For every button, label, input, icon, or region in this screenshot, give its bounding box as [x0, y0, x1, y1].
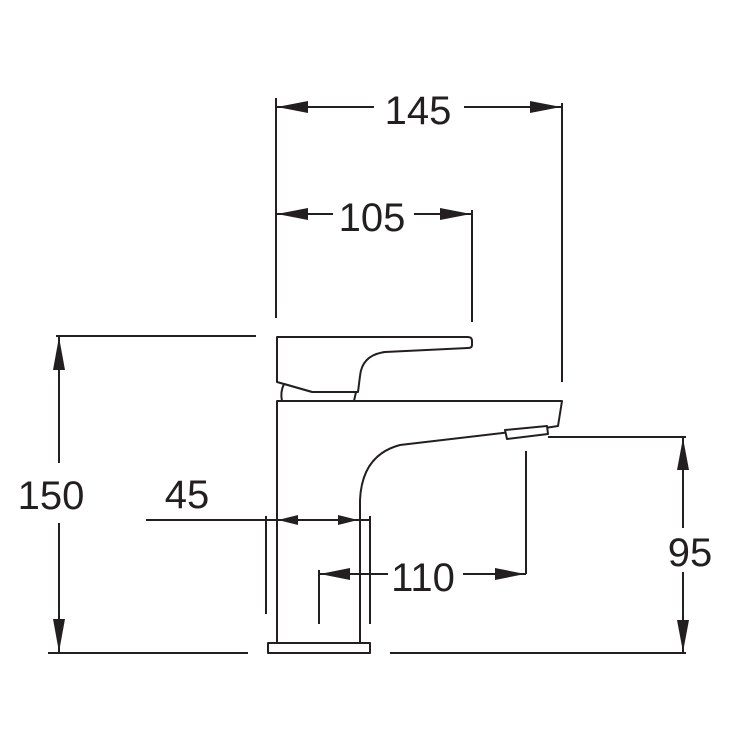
arrow-down-icon	[677, 620, 689, 652]
arrow-right-icon	[495, 568, 525, 580]
base-plate	[267, 642, 371, 654]
tap-outline	[267, 336, 563, 654]
arrow-left-icon	[278, 515, 298, 525]
arrow-right-icon	[338, 515, 358, 525]
dimension-overall-height: 150	[18, 335, 256, 654]
arrow-left-icon	[320, 568, 350, 580]
lever-handle	[276, 336, 473, 393]
arrow-right-icon	[440, 208, 471, 220]
dimension-spout-projection: 110	[318, 451, 527, 624]
dimension-overall-depth: 145	[275, 89, 563, 382]
dimension-label-45: 45	[165, 473, 210, 517]
arrow-right-icon	[530, 101, 561, 113]
arrow-up-icon	[677, 438, 689, 470]
arrow-down-icon	[53, 619, 65, 652]
dimension-spout-height: 95	[390, 436, 713, 654]
dimension-label-95: 95	[668, 531, 713, 575]
spout-aerator	[504, 425, 549, 440]
arrow-left-icon	[277, 208, 308, 220]
dimension-label-110: 110	[391, 556, 455, 600]
lever-collar	[280, 383, 357, 402]
dimension-label-145: 145	[385, 89, 452, 133]
dimension-body-width: 45	[146, 473, 371, 624]
dimension-label-105: 105	[339, 196, 406, 240]
dimension-label-150: 150	[18, 474, 85, 518]
arrow-left-icon	[277, 101, 308, 113]
arrow-up-icon	[53, 337, 65, 370]
dimension-lever-length: 105	[276, 196, 473, 322]
